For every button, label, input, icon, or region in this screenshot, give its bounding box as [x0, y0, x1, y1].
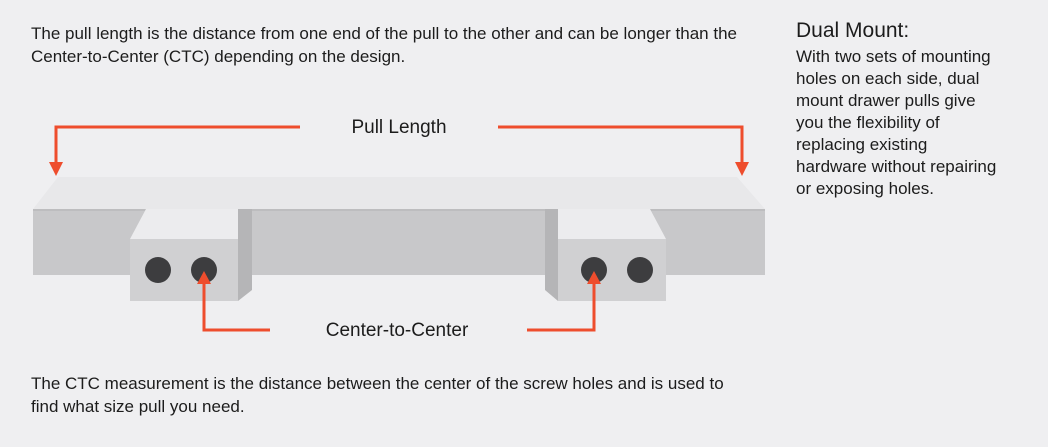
- right-mount-post: [545, 209, 666, 301]
- pull-length-arrows: [54, 125, 744, 164]
- ctc-right-arrowhead: [587, 271, 601, 284]
- dual-mount-sidebar: Dual Mount: With two sets of mounting ho…: [796, 18, 1026, 200]
- left-inner-screw-hole: [191, 257, 217, 283]
- sidebar-title: Dual Mount:: [796, 19, 910, 42]
- pull-length-label: Pull Length: [351, 117, 446, 138]
- outro-text: The CTC measurement is the distance betw…: [31, 374, 724, 416]
- drawer-pull: [33, 177, 765, 301]
- ctc-arrows: [202, 283, 596, 332]
- right-inner-screw-hole: [581, 257, 607, 283]
- pull-diagram: Pull Length Center-to-Center: [33, 117, 765, 341]
- pull-length-left-arrowhead: [49, 162, 63, 176]
- pull-length-right-arrowhead: [735, 162, 749, 176]
- ctc-left-arrowhead: [197, 271, 211, 284]
- intro-text: The pull length is the distance from one…: [31, 24, 737, 66]
- ctc-label: Center-to-Center: [326, 320, 469, 341]
- pull-top-face: [33, 177, 765, 209]
- left-mount-post: [130, 209, 252, 301]
- left-outer-screw-hole: [145, 257, 171, 283]
- sidebar-body: With two sets of mounting holes on each …: [796, 47, 997, 198]
- right-outer-screw-hole: [627, 257, 653, 283]
